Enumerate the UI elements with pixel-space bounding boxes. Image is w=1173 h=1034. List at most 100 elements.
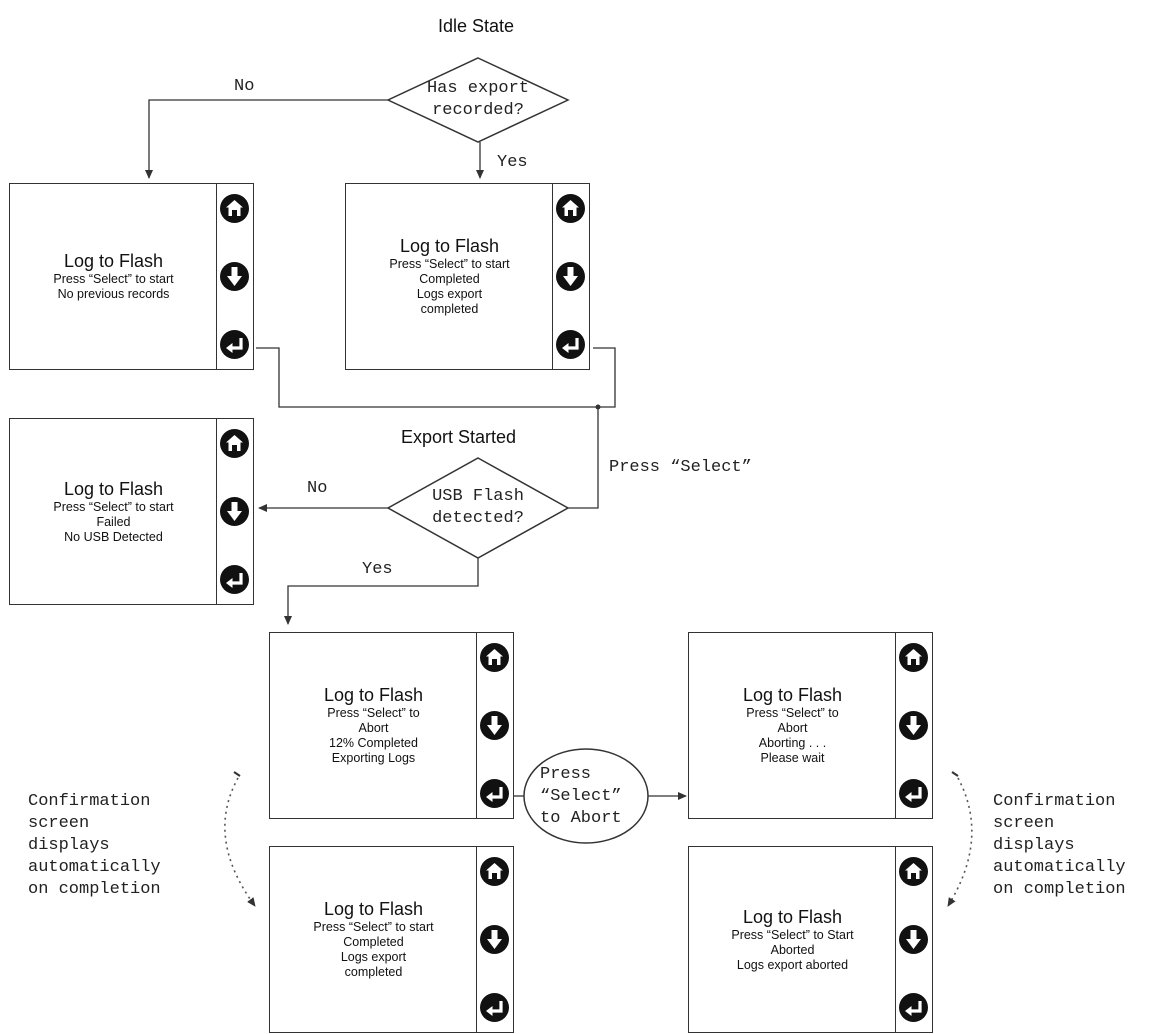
decision-abort-line-3: to Abort [540, 809, 622, 828]
screen-text-line: No previous records [57, 287, 170, 301]
screen-text-line: Press “Select” to start [53, 499, 174, 514]
screen-title: Log to Flash [742, 906, 843, 927]
decision-abort-line-1: Press [540, 765, 592, 784]
edge-select-from-no-records [256, 347, 598, 408]
screen-title: Log to Flash [323, 899, 424, 919]
screen-button-rail [476, 847, 513, 1032]
edge-select-from-completed [593, 347, 616, 408]
screen-text-line: completed [344, 965, 403, 979]
screen-text-line: Aborted [770, 942, 815, 957]
decision-usb-detected: USB Flash detected? [398, 486, 558, 530]
screen-button-rail [895, 633, 932, 818]
note-right-line-2: screen [993, 814, 1055, 833]
title-idle-state: Idle State [438, 16, 515, 36]
screen-text-line: Failed [96, 514, 131, 529]
dotted-tick-right [951, 771, 959, 777]
note-left-line-2: screen [28, 814, 90, 833]
screen-text-line: Exporting Logs [331, 751, 416, 765]
screen-text-line: Logs export [416, 287, 483, 301]
enter-icon [480, 993, 509, 1022]
edge-label-yes-usb: Yes [362, 560, 393, 579]
dotted-tick-left [233, 771, 241, 777]
screen-text-line: No USB Detected [64, 529, 163, 544]
edge-no-records [145, 99, 388, 179]
edge-yes-usb [284, 558, 479, 625]
arrow-down-icon [556, 261, 585, 291]
dotted-arrow-left [224, 777, 256, 907]
note-left-line-1: Confirmation [28, 792, 151, 811]
note-right-line-3: displays [993, 836, 1075, 855]
edge-label-no-usb: No [307, 479, 328, 498]
screen-title: Log to Flash [399, 236, 500, 256]
arrow-down-icon [480, 710, 509, 740]
screen-button-rail [552, 184, 589, 369]
screen-title: Log to Flash [323, 685, 424, 705]
screen-text-line: Press “Select” to [327, 706, 420, 720]
screen-button-rail [216, 184, 253, 369]
screen-text-line: Press “Select” to start [389, 257, 510, 271]
arrow-down-icon [220, 496, 249, 526]
screen-text-line: Abort [358, 721, 389, 735]
note-left-line-3: displays [28, 836, 110, 855]
enter-icon [899, 779, 928, 808]
screen-text-line: Logs export aborted [736, 957, 849, 972]
enter-icon [220, 565, 249, 594]
edge-label-no-top: No [234, 77, 255, 96]
screen-text-line: Please wait [760, 751, 825, 765]
home-icon [899, 857, 928, 886]
decision-export-recorded-line-1: Has export [426, 79, 530, 98]
screen-button-rail [895, 847, 932, 1032]
note-right: Confirmation screen displays automatical… [993, 791, 1126, 901]
screen-text-line: Completed [419, 272, 480, 286]
enter-icon [556, 330, 585, 359]
note-right-line-1: Confirmation [993, 792, 1116, 811]
screen-title: Log to Flash [63, 251, 164, 271]
arrow-down-icon [480, 924, 509, 954]
screen-text-line: Completed [343, 935, 404, 949]
home-icon [899, 643, 928, 672]
home-icon [556, 194, 585, 223]
home-icon [220, 429, 249, 458]
screen-button-rail [216, 419, 253, 604]
decision-usb-detected-line-2: detected? [432, 509, 524, 528]
arrow-down-icon [220, 261, 249, 291]
screen-text-line: completed [420, 302, 479, 316]
dotted-arrow-right [947, 777, 973, 907]
screen-title: Log to Flash [63, 478, 164, 499]
note-left-line-5: on completion [28, 880, 161, 899]
screen-text-line: Press “Select” to [746, 706, 839, 720]
arrow-down-icon [899, 710, 928, 740]
enter-icon [220, 330, 249, 359]
enter-icon [480, 779, 509, 808]
title-export-started: Export Started [401, 427, 517, 447]
decision-abort-line-2: “Select” [540, 787, 622, 806]
edge-press-select [568, 407, 599, 509]
screen-text-line: 12% Completed [329, 736, 418, 750]
home-icon [480, 643, 509, 672]
enter-icon [899, 993, 928, 1022]
decision-export-recorded: Has export recorded? [398, 78, 558, 122]
home-icon [480, 857, 509, 886]
note-left-line-4: automatically [28, 858, 161, 877]
decision-export-recorded-shape [386, 57, 570, 143]
decision-usb-detected-line-1: USB Flash [432, 487, 524, 506]
screen-text-line: Press “Select” to start [53, 272, 174, 286]
screen-text-line: Logs export [340, 950, 407, 964]
screen-title: Log to Flash [742, 685, 843, 705]
screen-text-line: Abort [777, 721, 808, 735]
home-icon [220, 194, 249, 223]
edge-label-press-select: Press “Select” [609, 458, 752, 477]
